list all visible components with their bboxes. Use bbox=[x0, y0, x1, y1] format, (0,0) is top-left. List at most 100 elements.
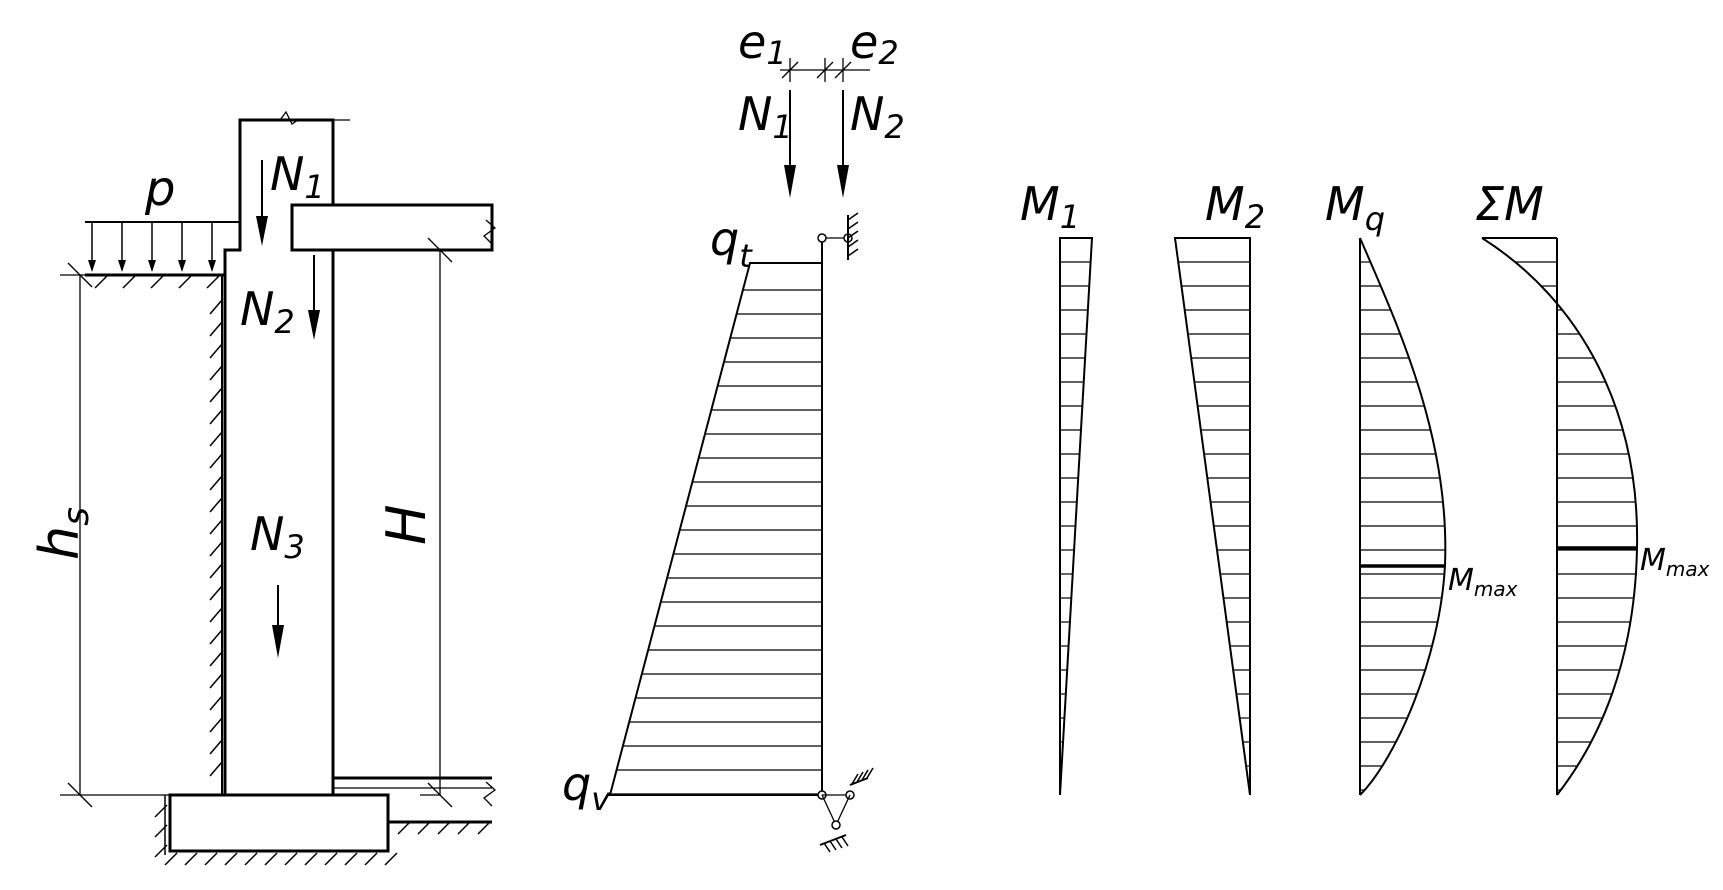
label-n1-top: N1 bbox=[738, 87, 793, 146]
label-m1: M1 bbox=[1020, 177, 1080, 236]
label-p: p bbox=[144, 161, 175, 217]
break-mark-slab bbox=[483, 219, 497, 245]
load-diagram: e1 e2 N1 N2 qt qv bbox=[562, 15, 905, 853]
hatch-stroke bbox=[209, 563, 223, 579]
load-arrow-head bbox=[208, 260, 216, 272]
hatch-stroke bbox=[209, 409, 223, 425]
hatch-stroke bbox=[209, 673, 223, 689]
arrow-n1-top bbox=[784, 165, 796, 198]
hatch-stroke bbox=[209, 519, 223, 535]
hatch-stroke bbox=[364, 852, 378, 866]
support-hatch bbox=[861, 769, 869, 781]
hatch-stroke bbox=[209, 497, 223, 513]
hatch-stroke bbox=[344, 852, 358, 866]
hatch-stroke bbox=[209, 651, 223, 667]
soil-hatch-ground bbox=[94, 275, 220, 289]
ledge-outline bbox=[85, 220, 242, 277]
label-qt: qt bbox=[710, 212, 753, 275]
hatch-stroke bbox=[209, 541, 223, 557]
moment-diagram-m2: M2 bbox=[1173, 177, 1265, 796]
support-hatch bbox=[835, 838, 843, 849]
hatch-stroke bbox=[224, 852, 238, 866]
hatch-stroke bbox=[384, 852, 398, 866]
hatch-stroke bbox=[244, 852, 258, 866]
break-mark-top bbox=[279, 110, 299, 125]
hatch-stroke bbox=[122, 275, 136, 289]
arrow-n2-top bbox=[837, 165, 849, 198]
moment-diagram-mq: Mq Mmax bbox=[1325, 177, 1518, 796]
hatch-stroke bbox=[264, 852, 278, 866]
support-hatch bbox=[847, 221, 859, 230]
moment-diagram-sum: ΣM Mmax bbox=[1475, 177, 1710, 796]
hatch-stroke bbox=[209, 299, 223, 315]
support-hatch bbox=[856, 771, 864, 783]
soil-hatch-bottom bbox=[154, 795, 398, 866]
hatch-stroke bbox=[209, 585, 223, 601]
soil-hatch-right bbox=[397, 821, 491, 835]
load-p-arrows bbox=[88, 222, 216, 272]
hatch-stroke bbox=[150, 275, 164, 289]
label-qv: qv bbox=[562, 757, 611, 818]
hatch-stroke bbox=[209, 717, 223, 733]
hatch-stroke bbox=[209, 343, 223, 359]
hatch-stroke bbox=[154, 844, 168, 858]
load-arrow-head bbox=[118, 260, 126, 272]
support-hatch bbox=[823, 842, 831, 853]
hatch-stroke bbox=[324, 852, 338, 866]
label-e1: e1 bbox=[738, 15, 787, 72]
hatch-stroke bbox=[209, 431, 223, 447]
support-hatch bbox=[866, 767, 874, 779]
arrow-n2-wall bbox=[308, 310, 320, 340]
support-hatch bbox=[851, 773, 859, 785]
hatch-stroke bbox=[209, 629, 223, 645]
pressure-hatch-lines bbox=[610, 289, 822, 795]
label-n2-top: N2 bbox=[850, 87, 905, 146]
hatch-stroke bbox=[154, 824, 168, 838]
hatch-stroke bbox=[209, 387, 223, 403]
hatch-stroke bbox=[397, 821, 411, 835]
hatch-stroke bbox=[209, 453, 223, 469]
label-n3-wall: N3 bbox=[250, 507, 305, 566]
soil-pressure-trapezoid bbox=[608, 262, 823, 796]
hatch-stroke bbox=[477, 821, 491, 835]
support-hatch bbox=[847, 248, 859, 257]
arrow-n3-wall bbox=[272, 625, 284, 658]
hatch-stroke bbox=[204, 852, 218, 866]
support-hatch bbox=[847, 212, 859, 221]
top-hinge-left bbox=[817, 233, 827, 243]
load-arrow-head bbox=[178, 260, 186, 272]
support-hatch bbox=[829, 840, 837, 851]
hatch-stroke bbox=[209, 761, 223, 777]
hatch-stroke bbox=[178, 275, 192, 289]
support-hatch bbox=[847, 239, 859, 248]
load-arrow-head bbox=[148, 260, 156, 272]
label-mmax-2: Mmax bbox=[1640, 543, 1710, 581]
hatch-stroke bbox=[417, 821, 431, 835]
support-hatch bbox=[847, 230, 859, 239]
hatch-stroke bbox=[209, 321, 223, 337]
label-n1-wall: N1 bbox=[270, 147, 325, 206]
load-arrow-head bbox=[88, 260, 96, 272]
hatch-stroke bbox=[164, 852, 178, 866]
label-sum-m: ΣM bbox=[1475, 177, 1544, 231]
label-H: H bbox=[375, 504, 438, 545]
label-m2: M2 bbox=[1205, 177, 1265, 236]
hatch-stroke bbox=[209, 739, 223, 755]
label-mmax-1: Mmax bbox=[1448, 563, 1518, 601]
hatch-stroke bbox=[304, 852, 318, 866]
hatch-stroke bbox=[457, 821, 471, 835]
hatch-stroke bbox=[94, 275, 108, 289]
hatch-stroke bbox=[437, 821, 451, 835]
label-hs: hs bbox=[28, 507, 97, 560]
arrow-n1-wall bbox=[256, 216, 268, 246]
label-n2-wall: N2 bbox=[240, 282, 295, 341]
hatch-stroke bbox=[206, 275, 220, 289]
hatch-stroke bbox=[154, 804, 168, 818]
footing bbox=[168, 793, 390, 853]
hatch-stroke bbox=[209, 365, 223, 381]
wall-section: p N1 N2 N3 hs H bbox=[28, 110, 497, 866]
label-e2: e2 bbox=[850, 15, 899, 72]
hatch-stroke bbox=[209, 475, 223, 491]
floor-slab bbox=[290, 203, 494, 252]
